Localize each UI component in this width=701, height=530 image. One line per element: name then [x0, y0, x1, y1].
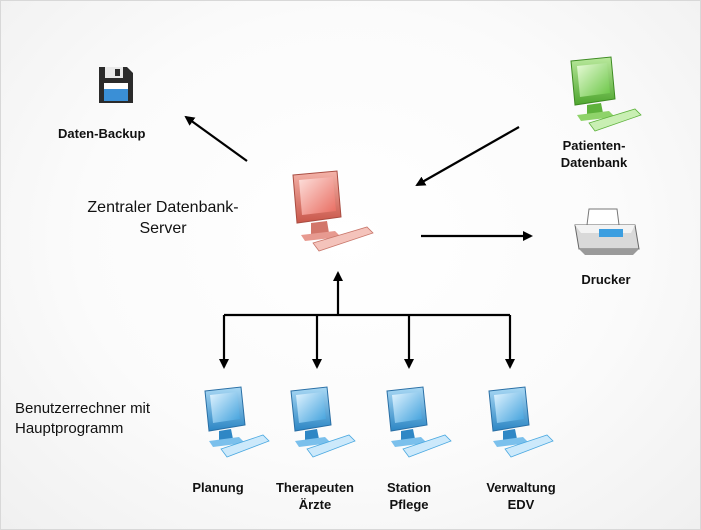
workstation-label-planung: Planung	[181, 479, 255, 496]
workstation-icon	[290, 386, 356, 458]
database-label: Patienten- Datenbank	[557, 137, 631, 171]
workstation-label-station: Station Pflege	[381, 479, 437, 513]
workstation-label-line1: Verwaltung	[486, 480, 556, 495]
user-group-label: Benutzerrechner mit Hauptprogramm	[15, 399, 185, 439]
workstation-label-therapeuten: Therapeuten Ärzte	[265, 479, 365, 513]
workstation-icon	[488, 386, 554, 458]
server-computer-icon	[292, 170, 374, 252]
workstation-label-verwaltung: Verwaltung EDV	[471, 479, 571, 513]
user-group-label-line1: Benutzerrechner mit	[15, 400, 151, 417]
database-label-line2: Datenbank	[560, 155, 628, 170]
database-computer-icon	[570, 56, 642, 132]
arrow-server-to-backup	[184, 115, 248, 162]
workstation-label-line2: EDV	[507, 497, 535, 512]
arrow-database-to-server	[415, 126, 520, 186]
workstation-label-line2: Ärzte	[298, 497, 332, 512]
backup-label: Daten-Backup	[58, 126, 146, 141]
bus-connector	[219, 271, 515, 369]
printer-icon	[574, 208, 640, 255]
user-group-label-line2: Hauptprogramm	[15, 420, 124, 437]
floppy-disk-icon	[99, 67, 133, 103]
workstation-label-line2: Pflege	[389, 497, 429, 512]
workstation-label-line1: Station	[386, 480, 432, 495]
workstation-label-line1: Therapeuten	[275, 480, 354, 495]
workstation-label-line1: Planung	[192, 480, 244, 495]
database-label-line1: Patienten-	[562, 138, 626, 153]
server-label-line1: Zentraler Datenbank-	[87, 199, 239, 216]
server-label: Zentraler Datenbank- Server	[71, 197, 255, 239]
server-label-line2: Server	[139, 220, 187, 237]
workstation-icon	[386, 386, 452, 458]
printer-label: Drucker	[581, 272, 631, 287]
workstation-icon	[204, 386, 270, 458]
